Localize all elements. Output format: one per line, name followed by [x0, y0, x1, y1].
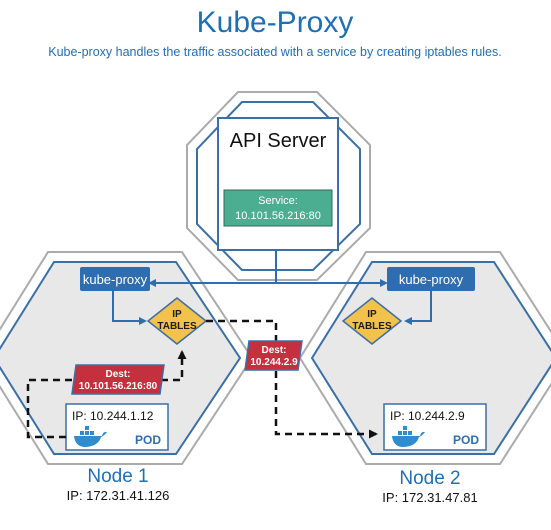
- node2-pod: IP: 10.244.2.9 POD: [383, 403, 487, 451]
- node2-iptables-line2: TABLES: [352, 321, 392, 332]
- transit-dest-label: Dest: 10.244.2.9: [244, 340, 303, 371]
- node2-name: Node 2: [399, 468, 460, 489]
- node1-name: Node 1: [87, 466, 148, 487]
- api-to-kube-proxy-lines: [148, 250, 388, 287]
- api-server-label: API Server: [230, 130, 327, 152]
- node2-kp-to-iptables-arrow: [404, 291, 432, 325]
- node1-ip: IP: 172.31.41.126: [67, 488, 170, 503]
- node1-pod: IP: 10.244.1.12 POD: [65, 403, 169, 451]
- node1-dest-line1: Dest:: [105, 369, 130, 380]
- node1-pod-ip: IP: 10.244.1.12: [72, 409, 154, 423]
- node1-kube-proxy-label: kube-proxy: [83, 272, 148, 287]
- node1-kube-proxy: kube-proxy: [80, 267, 150, 291]
- service-address: 10.101.56.216:80: [235, 210, 321, 222]
- node1-iptables: IP TABLES: [146, 297, 208, 345]
- node2-pod-ip: IP: 10.244.2.9: [390, 409, 465, 423]
- node2-pod-label: POD: [453, 433, 479, 447]
- node2-iptables-line1: IP: [367, 309, 377, 320]
- page-title: Kube-Proxy: [197, 6, 354, 39]
- node1-pod-label: POD: [135, 433, 161, 447]
- node2-ip: IP: 172.31.47.81: [382, 490, 477, 505]
- node1-iptables-line2: TABLES: [157, 321, 197, 332]
- transit-dest-line2: 10.244.2.9: [250, 357, 298, 368]
- transit-dest-line1: Dest:: [261, 345, 286, 356]
- node2-kube-proxy-label: kube-proxy: [399, 272, 464, 287]
- service-label: Service:: [258, 195, 298, 207]
- traffic-path: [26, 319, 378, 439]
- node2-kube-proxy: kube-proxy: [387, 267, 475, 291]
- docker-icon: [74, 426, 107, 447]
- service-box: [223, 189, 333, 227]
- node1-dest-label: Dest: 10.101.56.216:80: [71, 364, 165, 395]
- node1-hexagon: [0, 251, 254, 465]
- api-server-node: API Server Service: 10.101.56.216:80: [186, 91, 371, 281]
- node2-iptables: IP TABLES: [341, 297, 403, 345]
- node1-iptables-line1: IP: [172, 309, 182, 320]
- page-subtitle: Kube-proxy handles the traffic associate…: [48, 45, 501, 59]
- node1-dest-line2: 10.101.56.216:80: [79, 381, 158, 392]
- node1-kp-to-iptables-arrow: [112, 291, 147, 325]
- docker-icon: [392, 426, 425, 447]
